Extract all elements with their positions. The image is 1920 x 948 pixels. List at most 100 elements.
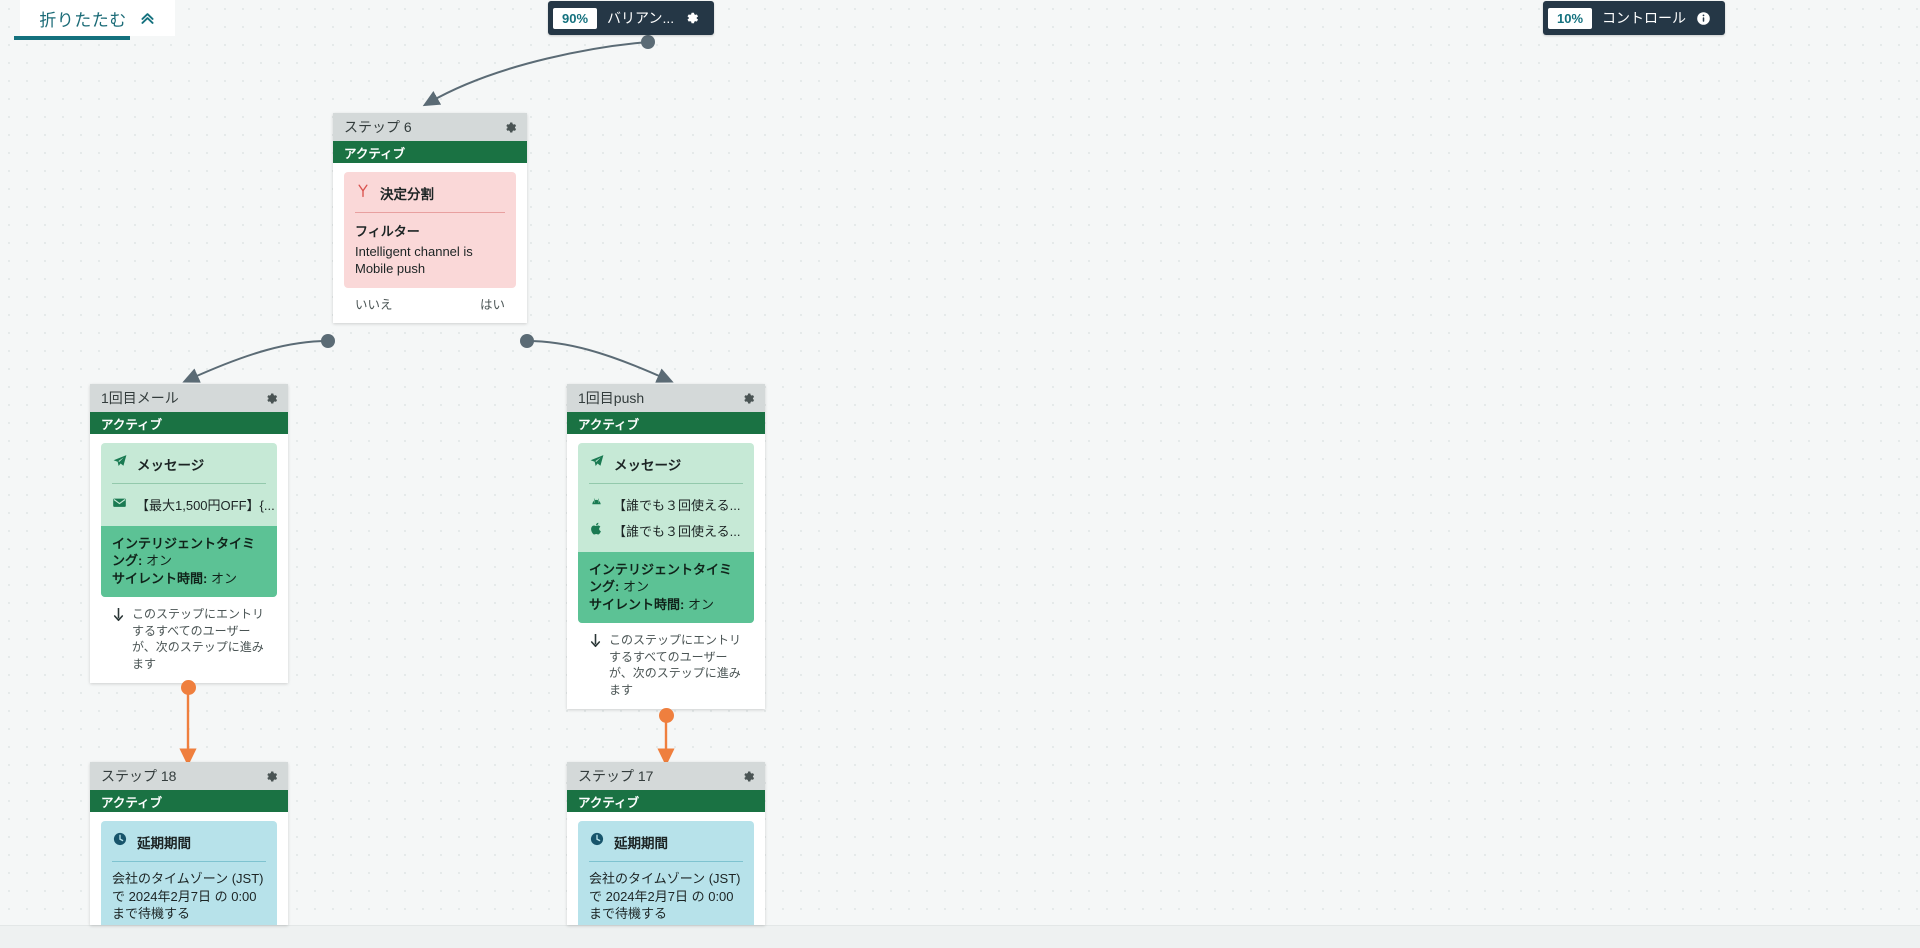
variant-percent: 90%	[553, 7, 598, 29]
double-chevron-up-icon	[139, 10, 156, 27]
card-title: 延期期間	[614, 835, 668, 851]
silent-value: オン	[210, 570, 237, 586]
node-email1[interactable]: 1回目メール アクティブ メッセージ	[90, 384, 288, 684]
paper-plane-icon	[112, 453, 128, 474]
node-step18[interactable]: ステップ 18 アクティブ 延期期間	[90, 762, 288, 925]
apple-icon	[589, 521, 604, 539]
collapse-panel-label: 折りたたむ	[39, 10, 127, 30]
entry-note-text: このステップにエントリするすべてのユーザーが、次のステップに進みます	[609, 633, 742, 697]
list-item[interactable]: 【誰でも３回使える...	[578, 491, 754, 517]
delay-text: 会社のタイムゾーン (JST) で 2024年2月7日 の 0:00 まで待機す…	[589, 871, 741, 922]
card-header: メッセージ	[101, 443, 277, 474]
message-card[interactable]: メッセージ 【最大1,500円OFF】{...	[101, 443, 277, 598]
control-badge[interactable]: 10% コントロール	[1543, 1, 1726, 35]
control-percent: 10%	[1548, 7, 1593, 29]
envelope-icon	[112, 495, 127, 513]
card-header: 延期期間	[578, 821, 754, 852]
list-item[interactable]: 【誰でも３回使える...	[578, 517, 754, 543]
node-step6[interactable]: ステップ 6 アクティブ 決定分割	[333, 113, 527, 324]
gear-icon[interactable]	[741, 391, 756, 406]
timing-value: オン	[622, 579, 649, 595]
card-title: 延期期間	[137, 835, 191, 851]
node-title: ステップ 6	[344, 119, 412, 135]
card-divider	[112, 483, 266, 484]
connector-anchor-push1[interactable]	[659, 708, 674, 723]
variant-badge[interactable]: 90% バリアン...	[548, 1, 715, 35]
gear-icon[interactable]	[741, 769, 756, 784]
delay-card[interactable]: 延期期間 会社のタイムゾーン (JST) で 2024年2月7日 の 0:00 …	[578, 821, 754, 925]
connector-anchor-email1[interactable]	[181, 680, 196, 695]
clock-icon	[589, 831, 605, 852]
gear-icon[interactable]	[264, 391, 279, 406]
journey-canvas[interactable]	[0, 0, 1920, 925]
decision-split-card[interactable]: 決定分割 フィルター Intelligent channel is Mobile…	[344, 172, 516, 289]
channel-text: 【最大1,500円OFF】{...	[136, 497, 275, 513]
arrow-down-icon	[589, 632, 602, 698]
entry-note: このステップにエントリするすべてのユーザーが、次のステップに進みます	[578, 623, 754, 709]
entry-note-text: このステップにエントリするすべてのユーザーが、次のステップに進みます	[132, 607, 265, 671]
channel-text: 【誰でも３回使える...	[613, 497, 741, 513]
list-item[interactable]: 【最大1,500円OFF】{...	[101, 491, 277, 517]
entry-note: このステップにエントリするすべてのユーザーが、次のステップに進みます	[101, 597, 277, 683]
branch-label-no[interactable]: いいえ	[355, 298, 393, 313]
node-header: ステップ 18	[90, 762, 288, 790]
timing-label: インテリジェントタイミング:	[589, 562, 733, 595]
filter-label: フィルター	[355, 224, 420, 239]
delay-card[interactable]: 延期期間 会社のタイムゾーン (JST) で 2024年2月7日 の 0:00 …	[101, 821, 277, 925]
clock-icon	[112, 831, 128, 852]
card-title: メッセージ	[137, 457, 205, 473]
card-header: 決定分割	[344, 172, 516, 203]
filter-text: Intelligent channel is Mobile push	[355, 244, 473, 277]
message-card[interactable]: メッセージ 【誰でも３回使える...	[578, 443, 754, 624]
card-title: 決定分割	[380, 186, 434, 202]
card-header: 延期期間	[101, 821, 277, 852]
timing-label: インテリジェントタイミング:	[112, 536, 256, 569]
node-title: 1回目メール	[101, 390, 179, 406]
silent-label: サイレント時間:	[589, 596, 685, 612]
node-push1[interactable]: 1回目push アクティブ メッセージ	[567, 384, 765, 710]
footer-bar	[0, 925, 1920, 948]
timing-settings: インテリジェントタイミング: オン サイレント時間: オン	[578, 552, 754, 624]
node-body: メッセージ 【最大1,500円OFF】{...	[90, 434, 288, 683]
node-body: 延期期間 会社のタイムゾーン (JST) で 2024年2月7日 の 0:00 …	[567, 812, 765, 925]
info-icon[interactable]	[1696, 11, 1711, 26]
silent-value: オン	[687, 596, 714, 612]
paper-plane-icon	[589, 453, 605, 474]
arrow-down-icon	[112, 606, 125, 672]
timing-settings: インテリジェントタイミング: オン サイレント時間: オン	[101, 526, 277, 598]
collapse-panel-button[interactable]: 折りたたむ	[20, 0, 175, 36]
variant-label: バリアン...	[607, 10, 675, 26]
connector-anchor-variant[interactable]	[641, 35, 655, 49]
node-status-badge: アクティブ	[90, 412, 288, 434]
node-title: 1回目push	[578, 390, 645, 406]
node-title: ステップ 18	[101, 768, 177, 784]
node-status-badge: アクティブ	[567, 790, 765, 812]
node-title: ステップ 17	[578, 768, 654, 784]
branch-label-yes[interactable]: はい	[479, 298, 505, 313]
node-body: 延期期間 会社のタイムゾーン (JST) で 2024年2月7日 の 0:00 …	[90, 812, 288, 925]
node-step17[interactable]: ステップ 17 アクティブ 延期期間	[567, 762, 765, 925]
node-status-badge: アクティブ	[333, 141, 527, 163]
node-body: 決定分割 フィルター Intelligent channel is Mobile…	[333, 163, 527, 323]
node-header: ステップ 6	[333, 113, 527, 141]
android-icon	[589, 495, 604, 513]
card-divider	[589, 483, 743, 484]
control-label: コントロール	[1602, 10, 1687, 26]
channel-list: 【誰でも３回使える... 【誰でも３回使える...	[578, 484, 754, 552]
card-section: 会社のタイムゾーン (JST) で 2024年2月7日 の 0:00 まで待機す…	[101, 862, 277, 925]
node-header: 1回目push	[567, 384, 765, 412]
node-status-badge: アクティブ	[90, 790, 288, 812]
node-status-badge: アクティブ	[567, 412, 765, 434]
gear-icon[interactable]	[684, 10, 700, 26]
node-header: 1回目メール	[90, 384, 288, 412]
node-body: メッセージ 【誰でも３回使える...	[567, 434, 765, 709]
card-section: フィルター Intelligent channel is Mobile push	[344, 213, 516, 288]
decision-split-icon	[355, 182, 371, 203]
card-divider	[355, 212, 505, 213]
gear-icon[interactable]	[264, 769, 279, 784]
gear-icon[interactable]	[503, 120, 518, 135]
connector-anchor-no[interactable]	[321, 334, 335, 348]
card-header: メッセージ	[578, 443, 754, 474]
connector-anchor-yes[interactable]	[520, 334, 534, 348]
